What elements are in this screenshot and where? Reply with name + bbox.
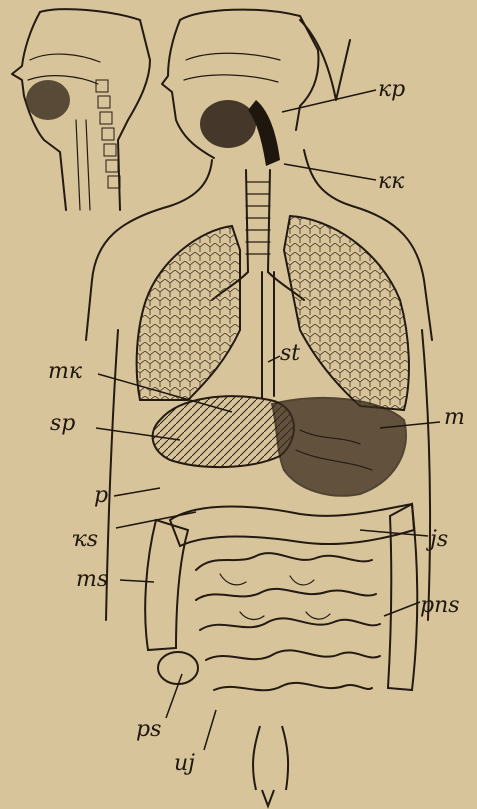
right-lung — [284, 216, 409, 410]
label-pns: pns — [420, 593, 460, 618]
label-mk: mк — [48, 359, 83, 384]
main-head — [162, 10, 350, 166]
label-sp: sp — [50, 411, 75, 436]
descending-colon — [388, 504, 417, 690]
cecum — [158, 652, 198, 684]
lungs — [137, 216, 409, 410]
upper-abdomen — [153, 396, 406, 495]
label-m: m — [444, 405, 465, 430]
left-lung — [137, 226, 240, 400]
label-p: p — [94, 483, 108, 508]
head-inset — [12, 9, 150, 210]
ascending-colon — [145, 520, 188, 650]
label-kk: кк — [378, 169, 405, 194]
stomach — [272, 398, 406, 496]
label-st: st — [280, 341, 300, 366]
label-ps: ps — [136, 717, 161, 742]
label-ms: ms — [76, 567, 108, 592]
transverse-colon — [170, 504, 414, 546]
label-ks: ҡs — [72, 527, 98, 552]
esophagus — [262, 272, 274, 398]
rectum — [253, 726, 288, 790]
spine-vertebrae — [96, 80, 120, 188]
label-js: js — [425, 527, 448, 552]
label-uj: uj — [174, 751, 195, 776]
label-kp: кр — [378, 77, 405, 102]
arrow-down-icon — [262, 790, 274, 806]
small-intestine — [196, 553, 380, 690]
